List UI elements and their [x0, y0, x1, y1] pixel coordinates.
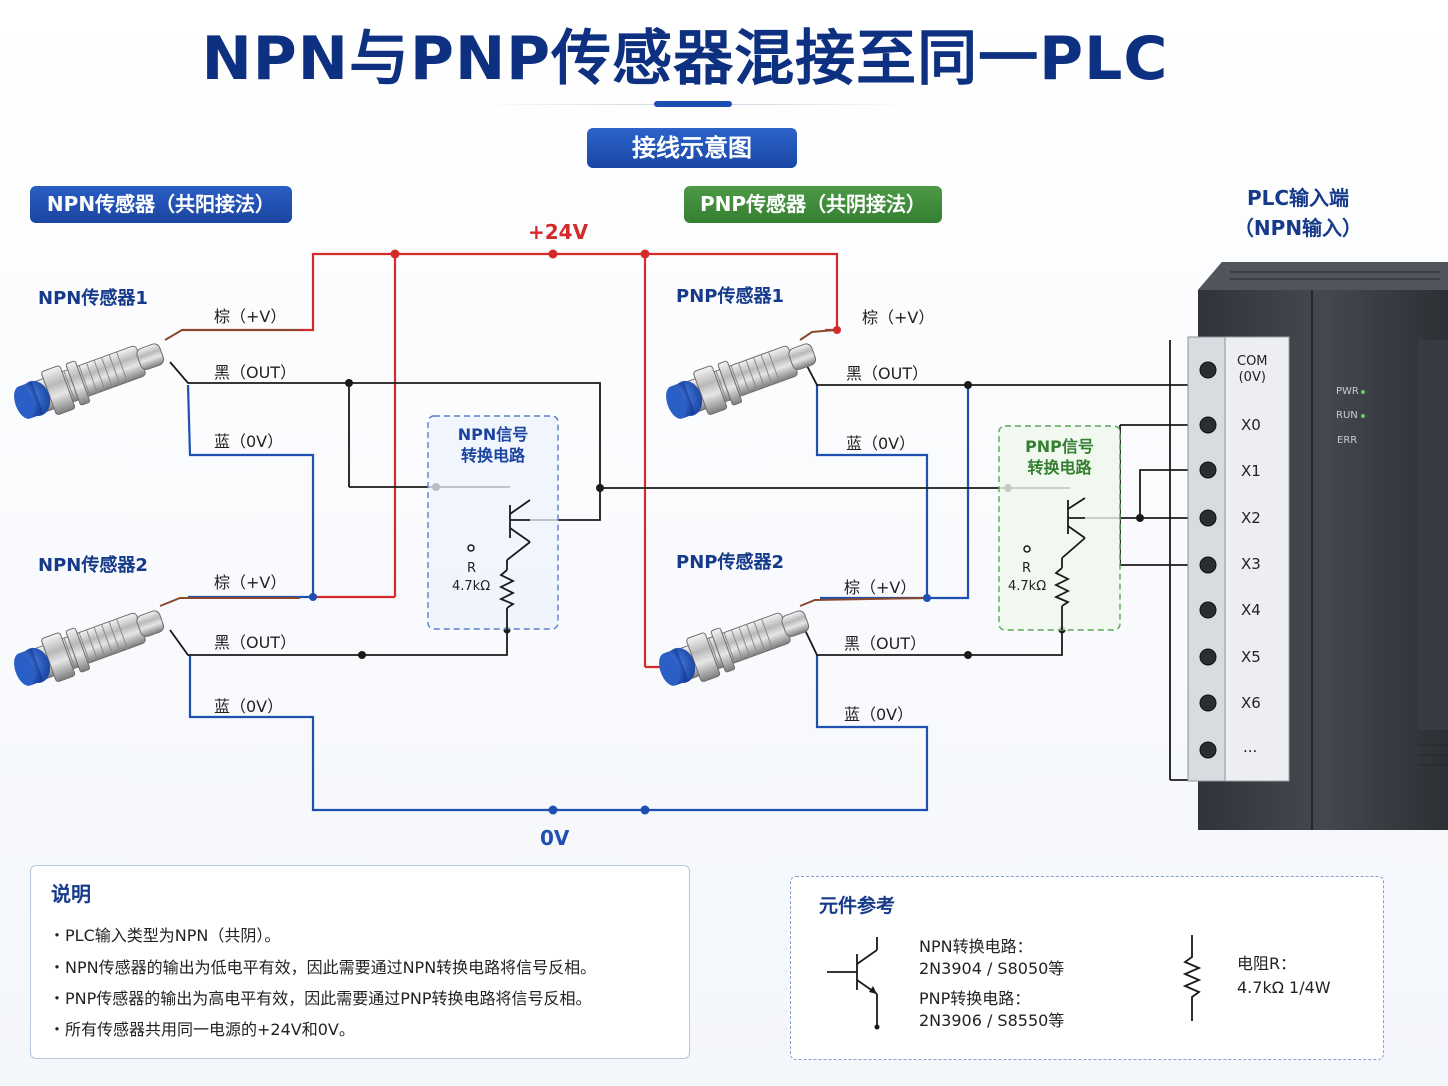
led-run-label: RUN	[1336, 410, 1358, 421]
ground-rail-label: 0V	[540, 826, 570, 850]
sensor-icon	[7, 330, 170, 428]
plc-terminal-x5: X5	[1241, 648, 1261, 666]
npn-ref-parts: 2N3904 / S8050等	[919, 959, 1065, 978]
wire-label-black: 黑（OUT）	[846, 364, 929, 383]
resistor-label: R	[467, 561, 477, 576]
note-item: ・PNP传感器的输出为高电平有效，因此需要通过PNP转换电路将信号反相。	[49, 989, 592, 1008]
plc-terminal-x6: X6	[1241, 694, 1261, 712]
sensor-icon	[659, 330, 822, 428]
plc-module	[1187, 262, 1448, 830]
plc-terminal-x2: X2	[1241, 509, 1261, 527]
notes-panel: 说明 ・PLC输入类型为NPN（共阴）。 ・NPN传感器的输出为低电平有效，因此…	[30, 865, 690, 1059]
plc-terminal-x0: X0	[1241, 416, 1261, 434]
note-item: ・PLC输入类型为NPN（共阴）。	[49, 926, 281, 945]
led-pwr-label: PWR	[1336, 386, 1359, 397]
resistor-label: R	[1022, 561, 1032, 576]
resistor-value: 4.7kΩ	[452, 579, 491, 594]
page-title: NPN与PNP传感器混接至同一PLC	[201, 24, 1169, 94]
pnp-converter-box	[998, 425, 1121, 631]
led-err-label: ERR	[1337, 435, 1358, 446]
plc-terminal-x1: X1	[1241, 462, 1261, 480]
resistor-value: 4.7kΩ	[1008, 579, 1047, 594]
wire-label-blue: 蓝（0V）	[846, 434, 916, 453]
wire-label-brown: 棕（+V）	[844, 578, 917, 597]
wire-label-black: 黑（OUT）	[214, 363, 297, 382]
diagram-subtitle-badge: 接线示意图	[587, 128, 797, 168]
npn-transistor-icon	[498, 499, 531, 630]
wire-label-blue: 蓝（0V）	[214, 432, 284, 451]
pnp-ref-parts: 2N3906 / S8550等	[919, 1011, 1065, 1030]
pnp-section-badge: PNP传感器（共阴接法）	[684, 186, 942, 223]
wire-label-blue: 蓝（0V）	[214, 697, 284, 716]
npn-section-badge: NPN传感器（共阳接法）	[30, 186, 292, 223]
wire-label-brown: 棕（+V）	[862, 308, 935, 327]
wire-label-black: 黑（OUT）	[214, 633, 297, 652]
pnp-converter-label: PNP信号转换电路	[1025, 437, 1094, 477]
npn-sensor-2-label: NPN传感器2	[38, 555, 148, 576]
note-item: ・所有传感器共用同一电源的+24V和0V。	[49, 1020, 355, 1039]
npn-ref-label: NPN转换电路：	[919, 937, 1033, 956]
screw-terminal-icon	[1199, 361, 1217, 759]
note-item: ・NPN传感器的输出为低电平有效，因此需要通过NPN转换电路将信号反相。	[49, 958, 597, 977]
title-accent-bar	[654, 101, 732, 107]
pnp-sensor-2-label: PNP传感器2	[676, 552, 784, 573]
plc-header: PLC输入端（NPN输入）	[1233, 186, 1363, 240]
wire-label-blue: 蓝（0V）	[844, 705, 914, 724]
resistor-icon	[1182, 935, 1202, 1021]
signal-wiring	[169, 340, 1208, 781]
wire-label-brown: 棕（+V）	[214, 307, 287, 326]
wire-label-brown: 棕（+V）	[214, 573, 287, 592]
wire-label-black: 黑（OUT）	[844, 634, 927, 653]
plc-terminal-x3: X3	[1241, 555, 1261, 573]
positive-rail-label: +24V	[528, 220, 589, 244]
npn-converter-box	[427, 415, 559, 630]
pnp-ref-label: PNP转换电路：	[919, 989, 1031, 1008]
resistor-ref-label: 电阻R：	[1237, 954, 1297, 973]
pnp-sensor-1-label: PNP传感器1	[676, 286, 784, 307]
npn-sensor-1-label: NPN传感器1	[38, 288, 148, 309]
plc-terminal-more: ...	[1243, 738, 1258, 756]
npn-converter-label: NPN信号转换电路	[457, 425, 529, 465]
sensor-icon	[7, 597, 170, 695]
sensor-icon	[652, 597, 815, 695]
reference-title: 元件参考	[819, 895, 896, 917]
component-reference-panel: 元件参考 NPN转换电路： 2N3904 / S8050等 PNP转换电路： 2…	[790, 876, 1384, 1060]
plc-terminal-com: COM(0V)	[1237, 354, 1268, 385]
plc-terminal-x4: X4	[1241, 601, 1261, 619]
pnp-transistor-icon	[1053, 497, 1086, 630]
notes-title: 说明	[51, 882, 91, 906]
resistor-ref-value: 4.7kΩ 1/4W	[1237, 978, 1331, 997]
npn-transistor-icon	[827, 937, 880, 1030]
